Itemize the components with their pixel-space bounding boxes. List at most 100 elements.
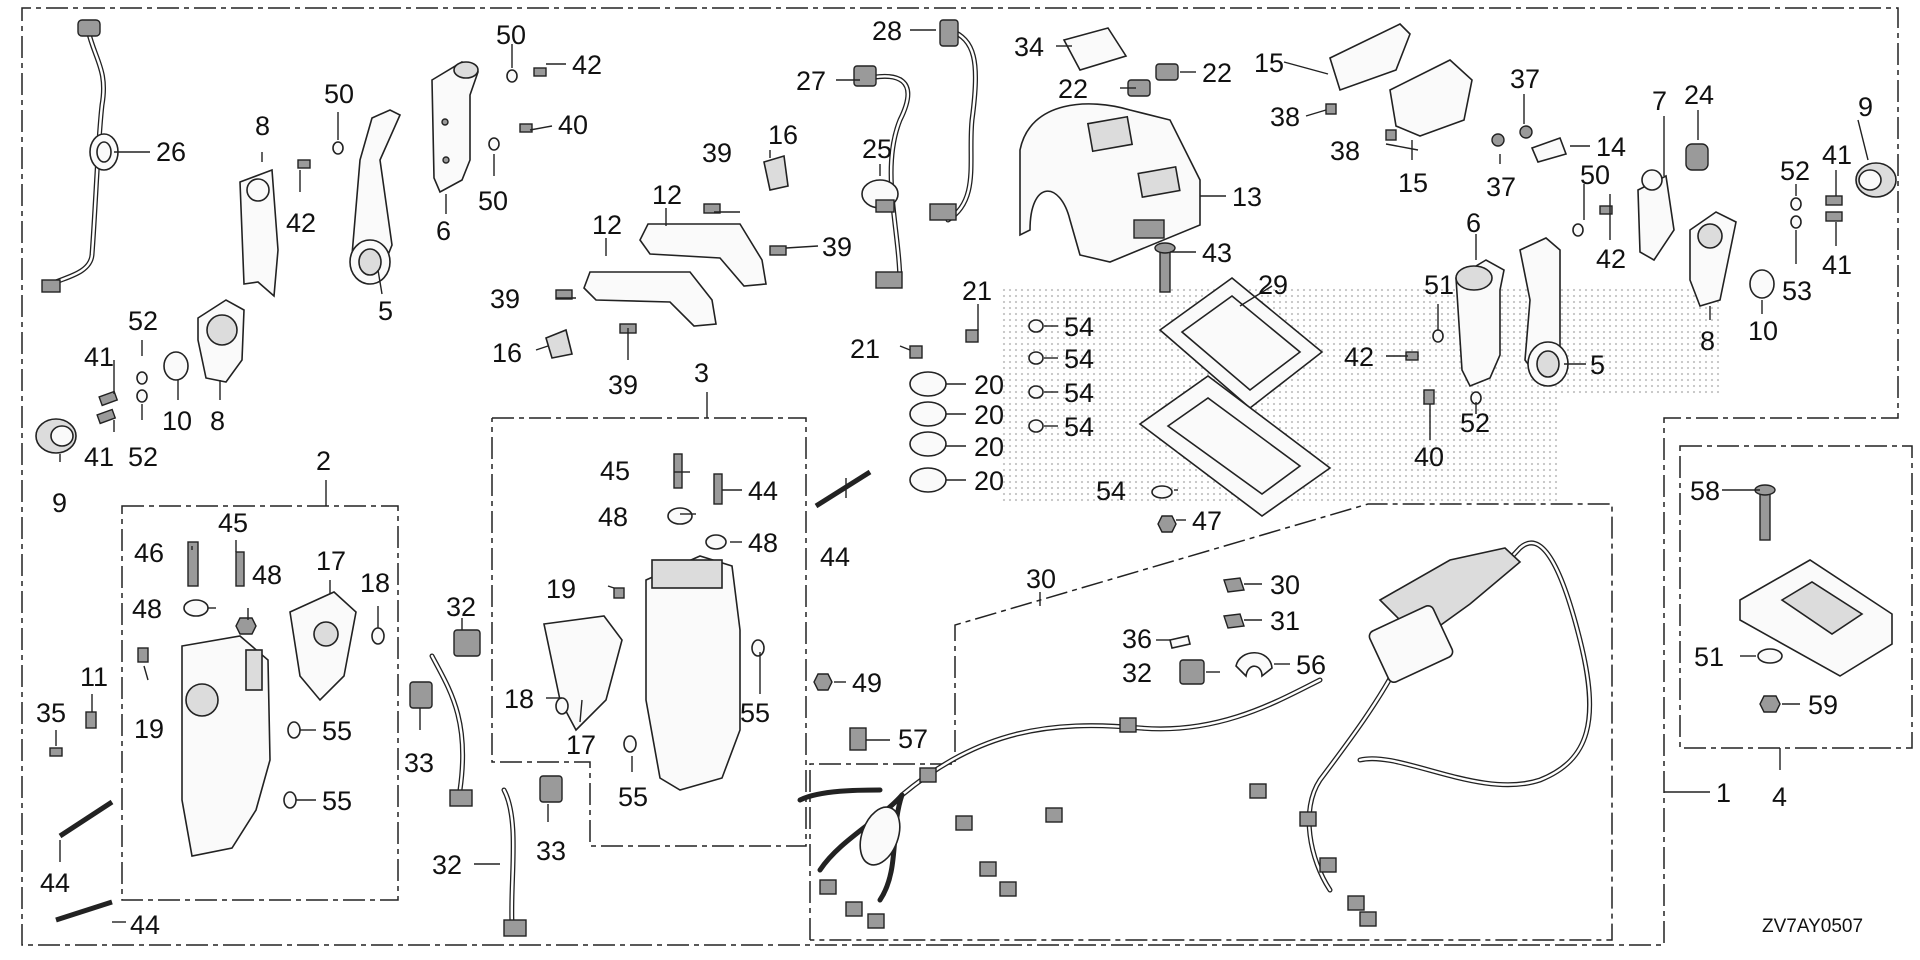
callout-label: 13 xyxy=(1232,182,1262,212)
callout-label: 25 xyxy=(862,134,892,164)
callout-label: 37 xyxy=(1486,172,1516,202)
callout-label: 42 xyxy=(1596,244,1626,274)
callout-label: 37 xyxy=(1510,64,1540,94)
callout-label: 41 xyxy=(84,342,114,372)
small-fasteners-left xyxy=(96,67,547,425)
assembly-frame xyxy=(21,7,1899,946)
callout-label: 17 xyxy=(316,546,346,576)
callout-label: 27 xyxy=(796,66,826,96)
callout-label: 48 xyxy=(132,594,162,624)
callout-label: 40 xyxy=(1414,442,1444,472)
callout-label: 30 xyxy=(1026,564,1056,594)
callout-label: 31 xyxy=(1270,606,1300,636)
callout-label: 9 xyxy=(1858,92,1873,122)
callout-label: 44 xyxy=(130,910,160,940)
spacers-20 xyxy=(909,371,947,493)
callout-label: 34 xyxy=(1014,32,1044,62)
callout-label: 53 xyxy=(1782,276,1812,306)
callout-label: 45 xyxy=(600,456,630,486)
handle-6-right xyxy=(1455,259,1505,388)
bolt-43 xyxy=(1154,242,1176,293)
callout-labels: 26 8 50 42 50 42 40 50 6 5 8 10 52 52 41… xyxy=(36,16,1873,940)
callout-label: 58 xyxy=(1690,476,1720,506)
callout-label: 8 xyxy=(210,406,225,436)
callout-label: 35 xyxy=(36,698,66,728)
callout-label: 8 xyxy=(1700,326,1715,356)
control-box-4 xyxy=(645,555,741,791)
callout-label: 15 xyxy=(1254,48,1284,78)
callout-label: 4 xyxy=(1772,782,1787,812)
lever-5-right xyxy=(1519,237,1569,387)
callout-label: 29 xyxy=(1258,270,1288,300)
knob-23 xyxy=(1685,143,1709,171)
callout-label: 30 xyxy=(1270,570,1300,600)
washer-10-left xyxy=(163,351,189,381)
callout-label: 56 xyxy=(1296,650,1326,680)
box-fasteners-right xyxy=(555,453,833,753)
harness-32-33 xyxy=(409,629,563,937)
callout-label: 26 xyxy=(156,137,186,167)
clip-16 xyxy=(545,154,789,359)
callout-label: 42 xyxy=(286,208,316,238)
callout-label: 48 xyxy=(252,560,282,590)
callout-label: 43 xyxy=(1202,238,1232,268)
callout-label: 41 xyxy=(1822,250,1852,280)
grommet-9-right xyxy=(1855,162,1897,198)
callout-label: 33 xyxy=(404,748,434,778)
callout-label: 49 xyxy=(852,668,882,698)
callout-label: 54 xyxy=(1064,412,1094,442)
washer-10-right xyxy=(1749,269,1775,299)
callout-label: 38 xyxy=(1270,102,1300,132)
callout-label: 45 xyxy=(218,508,248,538)
callout-label: 17 xyxy=(566,730,596,760)
callout-label: 20 xyxy=(974,370,1004,400)
callout-label: 8 xyxy=(255,111,270,141)
lever-5-left xyxy=(349,109,402,285)
callout-label: 14 xyxy=(1596,132,1626,162)
callout-label: 57 xyxy=(898,724,928,754)
callout-label: 51 xyxy=(1694,642,1724,672)
group-box-29 xyxy=(809,503,1613,941)
diagram-code: ZV7AY0507 xyxy=(1762,916,1863,937)
leader-lines xyxy=(55,29,1869,923)
callout-label: 44 xyxy=(40,868,70,898)
callout-label: 18 xyxy=(360,568,390,598)
callout-label: 16 xyxy=(492,338,522,368)
callout-label: 51 xyxy=(1424,270,1454,300)
clips-30-31-34-56-57 xyxy=(849,577,1273,751)
callout-label: 55 xyxy=(618,782,648,812)
callout-label: 50 xyxy=(1580,160,1610,190)
callout-label: 6 xyxy=(436,216,451,246)
small-fasteners-right xyxy=(1405,195,1843,405)
callout-label: 44 xyxy=(820,542,850,572)
part-14 xyxy=(1491,125,1568,163)
callout-label: 42 xyxy=(1344,342,1374,372)
harness-27-28 xyxy=(853,19,979,289)
callout-label: 39 xyxy=(702,138,732,168)
lever-plate-7-left xyxy=(239,168,279,298)
callout-label: 36 xyxy=(1122,624,1152,654)
group-box-3 xyxy=(121,480,399,901)
callout-label: 54 xyxy=(1096,476,1126,506)
cover-13 xyxy=(1019,103,1201,263)
box-fasteners-left xyxy=(49,541,385,809)
callout-label: 32 xyxy=(1122,658,1152,688)
lever-plate-7-right xyxy=(1637,169,1675,262)
callout-label: 47 xyxy=(1192,506,1222,536)
callout-label: 1 xyxy=(1716,778,1731,808)
plate-17-right xyxy=(543,615,623,732)
handle-6-left xyxy=(431,61,479,194)
callout-label: 21 xyxy=(850,334,880,364)
callout-label: 52 xyxy=(1460,408,1490,438)
callout-label: 33 xyxy=(536,836,566,866)
callout-label: 44 xyxy=(748,476,778,506)
callout-label: 54 xyxy=(1064,312,1094,342)
callout-label: 7 xyxy=(1652,86,1667,116)
callout-label: 55 xyxy=(740,698,770,728)
cable-26 xyxy=(41,19,119,293)
switch-15 xyxy=(1325,23,1473,141)
callout-label: 15 xyxy=(1398,168,1428,198)
callout-label: 39 xyxy=(490,284,520,314)
callout-label: 42 xyxy=(572,50,602,80)
